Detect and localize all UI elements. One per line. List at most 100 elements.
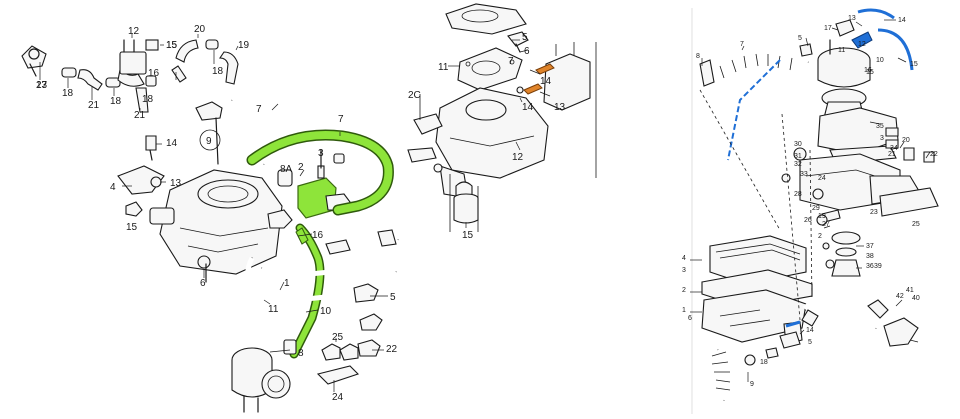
callout-label: 16	[148, 68, 160, 79]
throttle-body-upper	[445, 3, 529, 53]
small-clip-14-5	[765, 320, 801, 359]
callout-label: 11	[438, 62, 449, 73]
callout-label: 14	[898, 17, 906, 24]
clips-22-24-25	[316, 283, 383, 385]
right-leaders	[690, 19, 931, 382]
callout-label: 13	[848, 15, 856, 22]
callout-label: 35	[876, 123, 884, 130]
callout-label: 13	[554, 102, 566, 113]
middle-frame-lines	[419, 42, 597, 232]
callout-label: 29	[812, 205, 820, 212]
callout-label: 28	[794, 191, 802, 198]
callout-label: 14	[540, 76, 552, 87]
callout-label: 22	[386, 344, 398, 355]
callout-label: 7	[256, 104, 262, 115]
callout-label: 24	[332, 392, 344, 403]
gasket-11	[457, 47, 523, 91]
callout-label: 42	[896, 293, 904, 300]
callout-label: 14	[806, 327, 814, 334]
callout-label: 11	[268, 304, 279, 315]
callout-label: 11	[838, 47, 845, 54]
callout-label: 6	[524, 46, 530, 57]
middle-leaders	[448, 39, 551, 228]
hose-set-19-20	[171, 39, 239, 85]
hose-7-upper	[229, 78, 287, 166]
callout-label: 18	[62, 88, 74, 99]
callout-label: 2	[682, 287, 686, 294]
callout-label: 7	[740, 41, 744, 48]
callout-label: 3	[318, 148, 324, 159]
callout-label: 15	[462, 230, 474, 241]
callout-label: 18	[212, 66, 224, 77]
callout-label: 2	[818, 233, 822, 240]
callout-label: 38	[866, 253, 874, 260]
callout-label: 25	[912, 221, 920, 228]
valve-17	[21, 45, 47, 77]
callout-label: 4	[682, 255, 686, 262]
callout-label: 14	[166, 138, 178, 149]
callout-label: 14	[522, 102, 534, 113]
callout-label: 6	[200, 278, 206, 289]
callout-label: 12	[128, 26, 140, 37]
callout-label: 8	[298, 348, 304, 359]
callout-label: 24	[818, 175, 826, 182]
screw-14-highlighted	[516, 63, 555, 95]
solenoid-12	[119, 39, 159, 75]
callout-label: 21	[888, 151, 896, 158]
callout-label: 3	[880, 135, 884, 142]
callout-label: 21	[88, 100, 100, 111]
carb-assembly-right	[799, 107, 939, 217]
callout-label: 10	[876, 57, 884, 64]
callout-label: 34	[890, 145, 898, 152]
callout-label: 18	[760, 359, 768, 366]
callout-label: 19	[818, 213, 826, 220]
callout-label: 5	[522, 32, 528, 43]
vacuum-line-highlighted	[727, 8, 914, 161]
air-cleaner-upper	[799, 19, 871, 119]
intake-hose-7	[699, 47, 811, 87]
callout-label: 7	[508, 56, 514, 67]
callout-label: 15	[126, 222, 138, 233]
callout-label: 20	[194, 24, 206, 35]
callout-label: 2	[298, 162, 304, 173]
small-parts-cluster	[781, 147, 861, 277]
callout-label: 2C	[408, 90, 421, 101]
callout-label: 12	[512, 152, 524, 163]
callout-label: 4	[110, 182, 116, 193]
callout-label: 30	[794, 141, 802, 148]
hose-10-11	[245, 229, 401, 303]
callout-label: 17	[36, 80, 48, 91]
callout-label: 21	[134, 110, 146, 121]
callout-label: 39	[874, 263, 882, 270]
callout-label: 17	[824, 25, 832, 32]
callout-label: 33	[800, 171, 808, 178]
distributor-5	[231, 339, 297, 413]
callout-label: 40	[912, 295, 920, 302]
callout-label: 41	[906, 287, 914, 294]
callout-label: 32	[794, 161, 802, 168]
hose-set-18-21	[61, 67, 157, 113]
hose-9-flex	[711, 347, 756, 401]
hose-8-highlighted	[289, 223, 325, 359]
callout-label: 12	[858, 41, 866, 48]
callout-label: 10	[320, 306, 332, 317]
callout-label: 31	[794, 153, 802, 160]
callout-label: 15	[166, 40, 178, 51]
callout-label: 9	[750, 381, 754, 388]
callout-label: 16	[312, 230, 324, 241]
callout-label: 15	[910, 61, 918, 68]
carburetor-body-middle	[407, 42, 591, 212]
right-dashed-lines	[699, 89, 813, 321]
callout-label: 23	[36, 80, 48, 91]
callout-label: 1	[682, 307, 686, 314]
callout-label: 37	[866, 243, 874, 250]
callout-label: 18	[110, 96, 122, 107]
callout-label: 5	[390, 292, 396, 303]
callout-label: 13	[170, 178, 182, 189]
callout-label: 25	[332, 332, 344, 343]
callout-label: 20	[902, 137, 910, 144]
callout-label: 36	[866, 263, 874, 270]
